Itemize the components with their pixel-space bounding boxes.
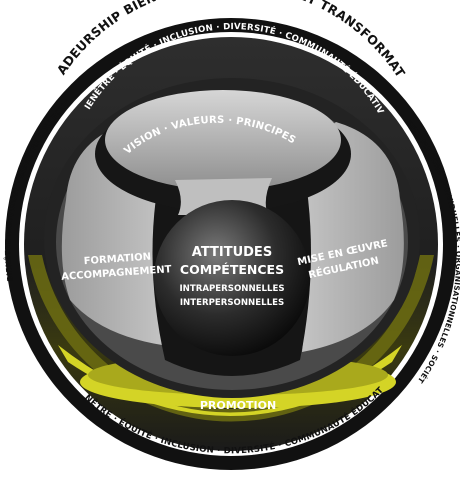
center-line3: INTRAPERSONNELLES [179, 284, 284, 294]
center-sphere [154, 200, 310, 356]
center-line2: COMPÉTENCES [180, 262, 284, 277]
top-dome [105, 90, 341, 190]
center-line4: INTERPERSONNELLES [180, 298, 284, 308]
left-block-line1: FORMATION [83, 252, 151, 268]
promotion-label: PROMOTION [200, 399, 276, 412]
center-line1: ATTITUDES [192, 245, 272, 260]
